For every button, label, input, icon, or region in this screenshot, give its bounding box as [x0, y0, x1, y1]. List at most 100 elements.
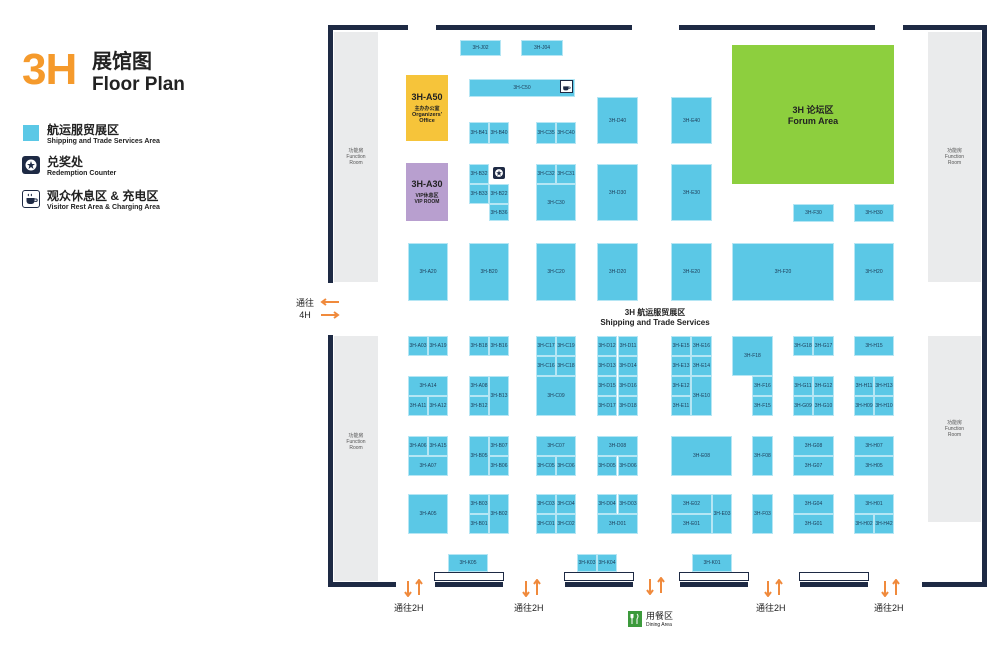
booth-3h-d18[interactable]: 3H-D18: [618, 396, 638, 416]
booth-3h-b03[interactable]: 3H-B03: [469, 494, 489, 514]
booth-3h-h20[interactable]: 3H-H20: [854, 243, 894, 301]
booth-3h-d15[interactable]: 3H-D15: [597, 376, 617, 396]
booth-3h-g08[interactable]: 3H-G08: [793, 436, 834, 456]
booth-3h-k03[interactable]: 3H-K03: [577, 554, 597, 572]
booth-3h-a08[interactable]: 3H-A08: [469, 376, 489, 396]
booth-3h-b12[interactable]: 3H-B12: [469, 396, 489, 416]
booth-3h-c20[interactable]: 3H-C20: [536, 243, 576, 301]
booth-3h-e10[interactable]: 3H-E10: [691, 376, 712, 416]
booth-3h-c40[interactable]: 3H-C40: [556, 122, 576, 144]
booth-3h-e13[interactable]: 3H-E13: [671, 356, 691, 376]
booth-3h-e11[interactable]: 3H-E11: [671, 396, 691, 416]
booth-3h-a06[interactable]: 3H-A06: [408, 436, 428, 456]
booth-3h-k01[interactable]: 3H-K01: [692, 554, 732, 572]
booth-3h-g10[interactable]: 3H-G10: [813, 396, 834, 416]
booth-3h-b40[interactable]: 3H-B40: [489, 122, 509, 144]
booth-3h-d04[interactable]: 3H-D04: [597, 494, 617, 514]
booth-3h-c31[interactable]: 3H-C31: [556, 164, 576, 184]
booth-3h-e20[interactable]: 3H-E20: [671, 243, 712, 301]
booth-3h-e40[interactable]: 3H-E40: [671, 97, 712, 144]
booth-3h-c06[interactable]: 3H-C06: [556, 456, 576, 476]
booth-3h-d20[interactable]: 3H-D20: [597, 243, 638, 301]
forum-area[interactable]: 3H 论坛区 Forum Area: [732, 45, 894, 184]
booth-3h-g17[interactable]: 3H-G17: [813, 336, 834, 356]
booth-3h-b06[interactable]: 3H-B06: [489, 456, 509, 476]
booth-3h-h02[interactable]: 3H-H02: [854, 514, 874, 534]
booth-3h-b07[interactable]: 3H-B07: [489, 436, 509, 456]
booth-3h-c02[interactable]: 3H-C02: [556, 514, 576, 534]
booth-3h-c35[interactable]: 3H-C35: [536, 122, 556, 144]
booth-3h-f15[interactable]: 3H-F15: [752, 396, 773, 416]
booth-3h-e12[interactable]: 3H-E12: [671, 376, 691, 396]
booth-3h-c50[interactable]: 3H-C50: [469, 79, 575, 97]
booth-3h-d30[interactable]: 3H-D30: [597, 164, 638, 221]
booth-3h-b36[interactable]: 3H-B36: [489, 204, 509, 221]
booth-3h-b05[interactable]: 3H-B05: [469, 436, 489, 476]
booth-3h-e30[interactable]: 3H-E30: [671, 164, 712, 221]
booth-3h-h05[interactable]: 3H-H05: [854, 456, 894, 476]
booth-3h-b20[interactable]: 3H-B20: [469, 243, 509, 301]
booth-3h-d13[interactable]: 3H-D13: [597, 356, 617, 376]
booth-3h-c01[interactable]: 3H-C01: [536, 514, 556, 534]
booth-3h-c17[interactable]: 3H-C17: [536, 336, 556, 356]
booth-3h-h01[interactable]: 3H-H01: [854, 494, 894, 514]
booth-3h-b33[interactable]: 3H-B33: [469, 184, 489, 204]
booth-3h-h15[interactable]: 3H-H15: [854, 336, 894, 356]
booth-3h-b16[interactable]: 3H-B16: [489, 336, 509, 356]
booth-3h-d40[interactable]: 3H-D40: [597, 97, 638, 144]
booth-3h-a15[interactable]: 3H-A15: [428, 436, 448, 456]
booth-3h-f20[interactable]: 3H-F20: [732, 243, 834, 301]
booth-3h-k04[interactable]: 3H-K04: [597, 554, 617, 572]
booth-3h-a05[interactable]: 3H-A05: [408, 494, 448, 534]
booth-3h-d17[interactable]: 3H-D17: [597, 396, 617, 416]
booth-3h-d14[interactable]: 3H-D14: [618, 356, 638, 376]
booth-3h-h09[interactable]: 3H-H09: [854, 396, 874, 416]
booth-3h-e08[interactable]: 3H-E08: [671, 436, 732, 476]
booth-3h-j04[interactable]: 3H-J04: [521, 40, 563, 56]
booth-3h-a12[interactable]: 3H-A12: [428, 396, 448, 416]
booth-3h-c18[interactable]: 3H-C18: [556, 356, 576, 376]
booth-3h-h11[interactable]: 3H-H11: [854, 376, 874, 396]
booth-3h-b18[interactable]: 3H-B18: [469, 336, 489, 356]
booth-3h-a03[interactable]: 3H-A03: [408, 336, 428, 356]
booth-3h-b02[interactable]: 3H-B02: [489, 494, 509, 534]
booth-3h-c16[interactable]: 3H-C16: [536, 356, 556, 376]
booth-3h-d08[interactable]: 3H-D08: [597, 436, 638, 456]
booth-3h-e02[interactable]: 3H-E02: [671, 494, 712, 514]
booth-3h-d16[interactable]: 3H-D16: [618, 376, 638, 396]
vip-room[interactable]: 3H-A30 VIP休息区 VIP ROOM: [406, 163, 448, 221]
booth-3h-d12[interactable]: 3H-D12: [597, 336, 617, 356]
booth-3h-f30[interactable]: 3H-F30: [793, 204, 834, 222]
booth-3h-f18[interactable]: 3H-F18: [732, 336, 773, 376]
booth-3h-e14[interactable]: 3H-E14: [691, 356, 712, 376]
booth-3h-d11[interactable]: 3H-D11: [618, 336, 638, 356]
booth-3h-g07[interactable]: 3H-G07: [793, 456, 834, 476]
booth-3h-e01[interactable]: 3H-E01: [671, 514, 712, 534]
booth-3h-f08[interactable]: 3H-F08: [752, 436, 773, 476]
booth-3h-g04[interactable]: 3H-G04: [793, 494, 834, 514]
booth-3h-f16[interactable]: 3H-F16: [752, 376, 773, 396]
booth-3h-h07[interactable]: 3H-H07: [854, 436, 894, 456]
booth-3h-d06[interactable]: 3H-D06: [618, 456, 638, 476]
booth-3h-e15[interactable]: 3H-E15: [671, 336, 691, 356]
booth-3h-b01[interactable]: 3H-B01: [469, 514, 489, 534]
organizers-office[interactable]: 3H-A50 主办办公室 Organizers' Office: [406, 75, 448, 141]
booth-3h-b41[interactable]: 3H-B41: [469, 122, 489, 144]
booth-3h-a07[interactable]: 3H-A07: [408, 456, 448, 476]
booth-3h-a19[interactable]: 3H-A19: [428, 336, 448, 356]
booth-3h-j02[interactable]: 3H-J02: [460, 40, 501, 56]
booth-3h-a20[interactable]: 3H-A20: [408, 243, 448, 301]
booth-3h-b13[interactable]: 3H-B13: [489, 376, 509, 416]
booth-3h-a11[interactable]: 3H-A11: [408, 396, 428, 416]
booth-3h-c09[interactable]: 3H-C09: [536, 376, 576, 416]
booth-3h-c19[interactable]: 3H-C19: [556, 336, 576, 356]
booth-3h-d03[interactable]: 3H-D03: [618, 494, 638, 514]
booth-3h-g09[interactable]: 3H-G09: [793, 396, 813, 416]
booth-3h-d05[interactable]: 3H-D05: [597, 456, 617, 476]
booth-3h-f03[interactable]: 3H-F03: [752, 494, 773, 534]
booth-3h-c30[interactable]: 3H-C30: [536, 184, 576, 221]
booth-3h-h42[interactable]: 3H-H42: [874, 514, 894, 534]
booth-3h-b22[interactable]: 3H-B22: [489, 184, 509, 204]
booth-3h-a14[interactable]: 3H-A14: [408, 376, 448, 396]
booth-3h-g01[interactable]: 3H-G01: [793, 514, 834, 534]
